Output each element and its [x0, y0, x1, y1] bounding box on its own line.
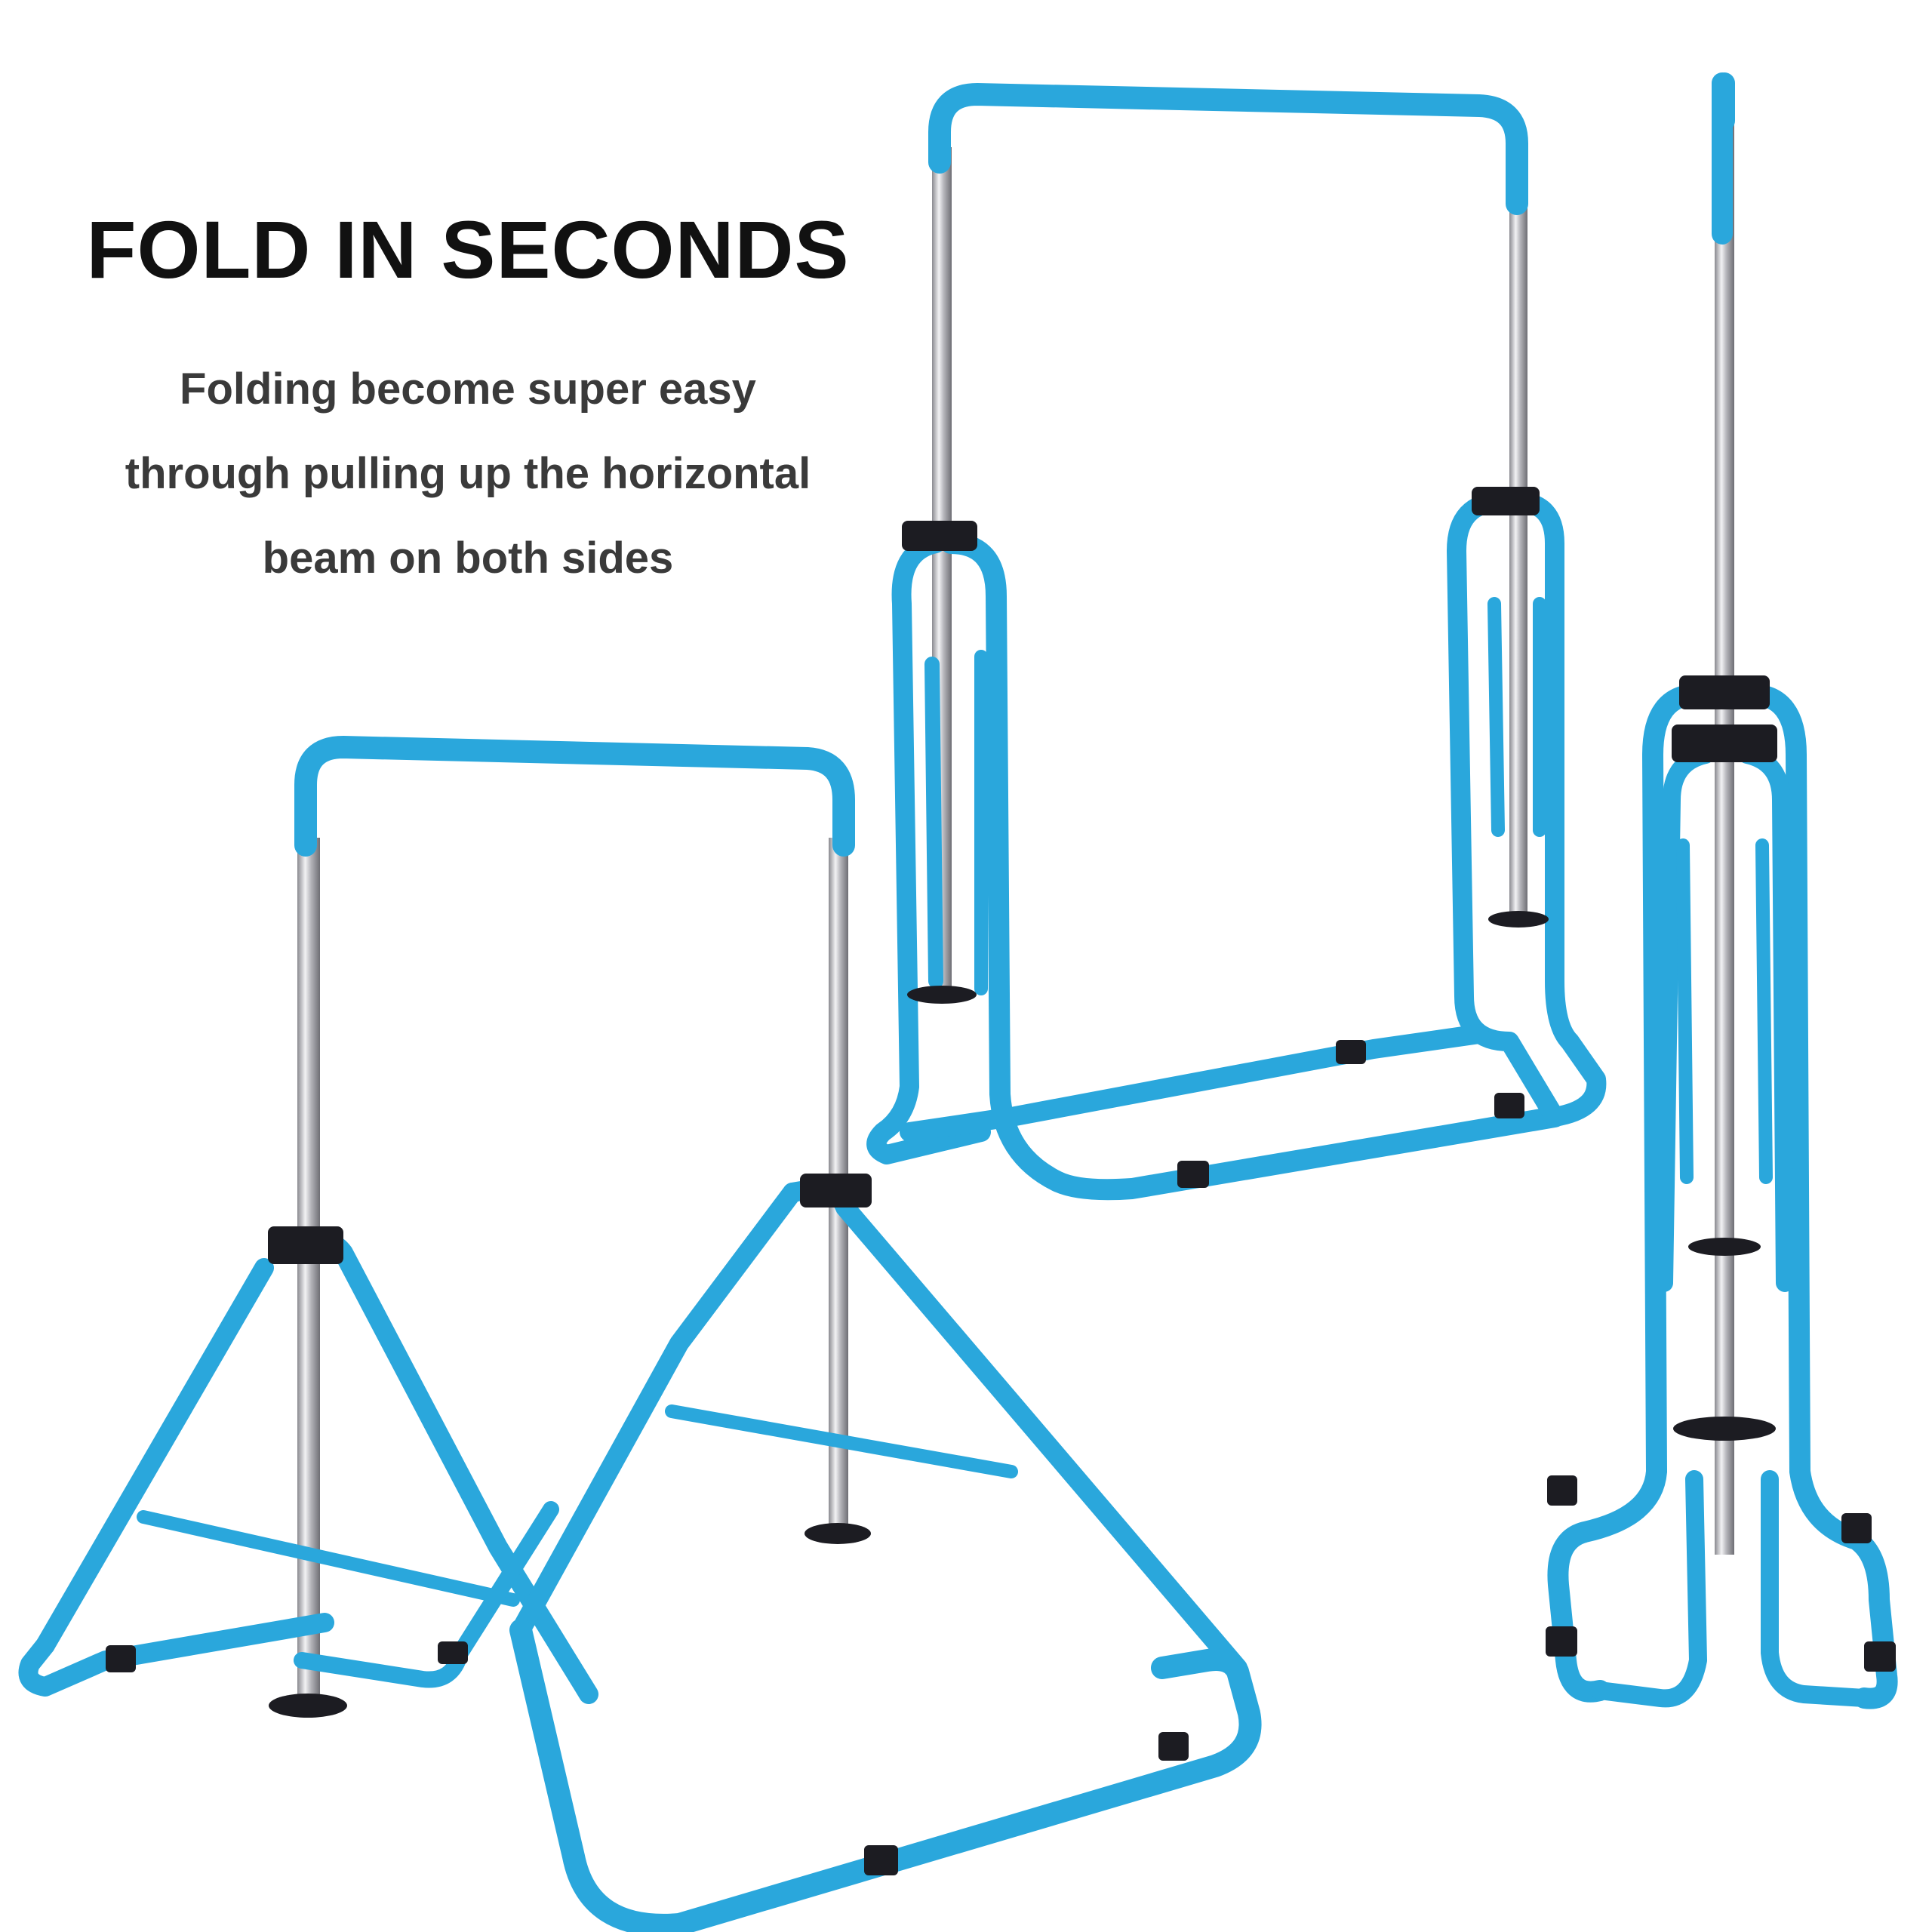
chrome-upright-right [1509, 200, 1527, 917]
unfolded-bar-image [18, 736, 1262, 1932]
folded-bar-image [1546, 72, 1898, 1709]
foot-pad [804, 1523, 871, 1544]
headline: FOLD IN SECONDS [86, 204, 850, 295]
foot-pad [1488, 911, 1549, 928]
description: Folding become super easy through pullin… [45, 347, 891, 601]
horizontal-beam [928, 83, 1528, 215]
description-line: Folding become super easy [180, 365, 756, 414]
clamp [902, 521, 977, 551]
foot-pad [907, 986, 977, 1004]
horizontal-beam [294, 736, 855, 857]
clamp [268, 1226, 343, 1264]
foot-pad [1688, 1238, 1761, 1256]
description-line: through pulling up the horizontal [125, 449, 811, 498]
folding-bar-image [866, 83, 1607, 1201]
clamp [800, 1174, 872, 1208]
description-line: beam on both sides [262, 534, 674, 583]
clamp [1672, 724, 1777, 762]
clamp [1472, 487, 1540, 515]
foot-pad [269, 1694, 347, 1718]
clamp [1679, 675, 1770, 709]
chrome-upright [1715, 106, 1734, 1555]
foot-pad [1673, 1417, 1776, 1441]
chrome-upright-left [297, 838, 320, 1702]
